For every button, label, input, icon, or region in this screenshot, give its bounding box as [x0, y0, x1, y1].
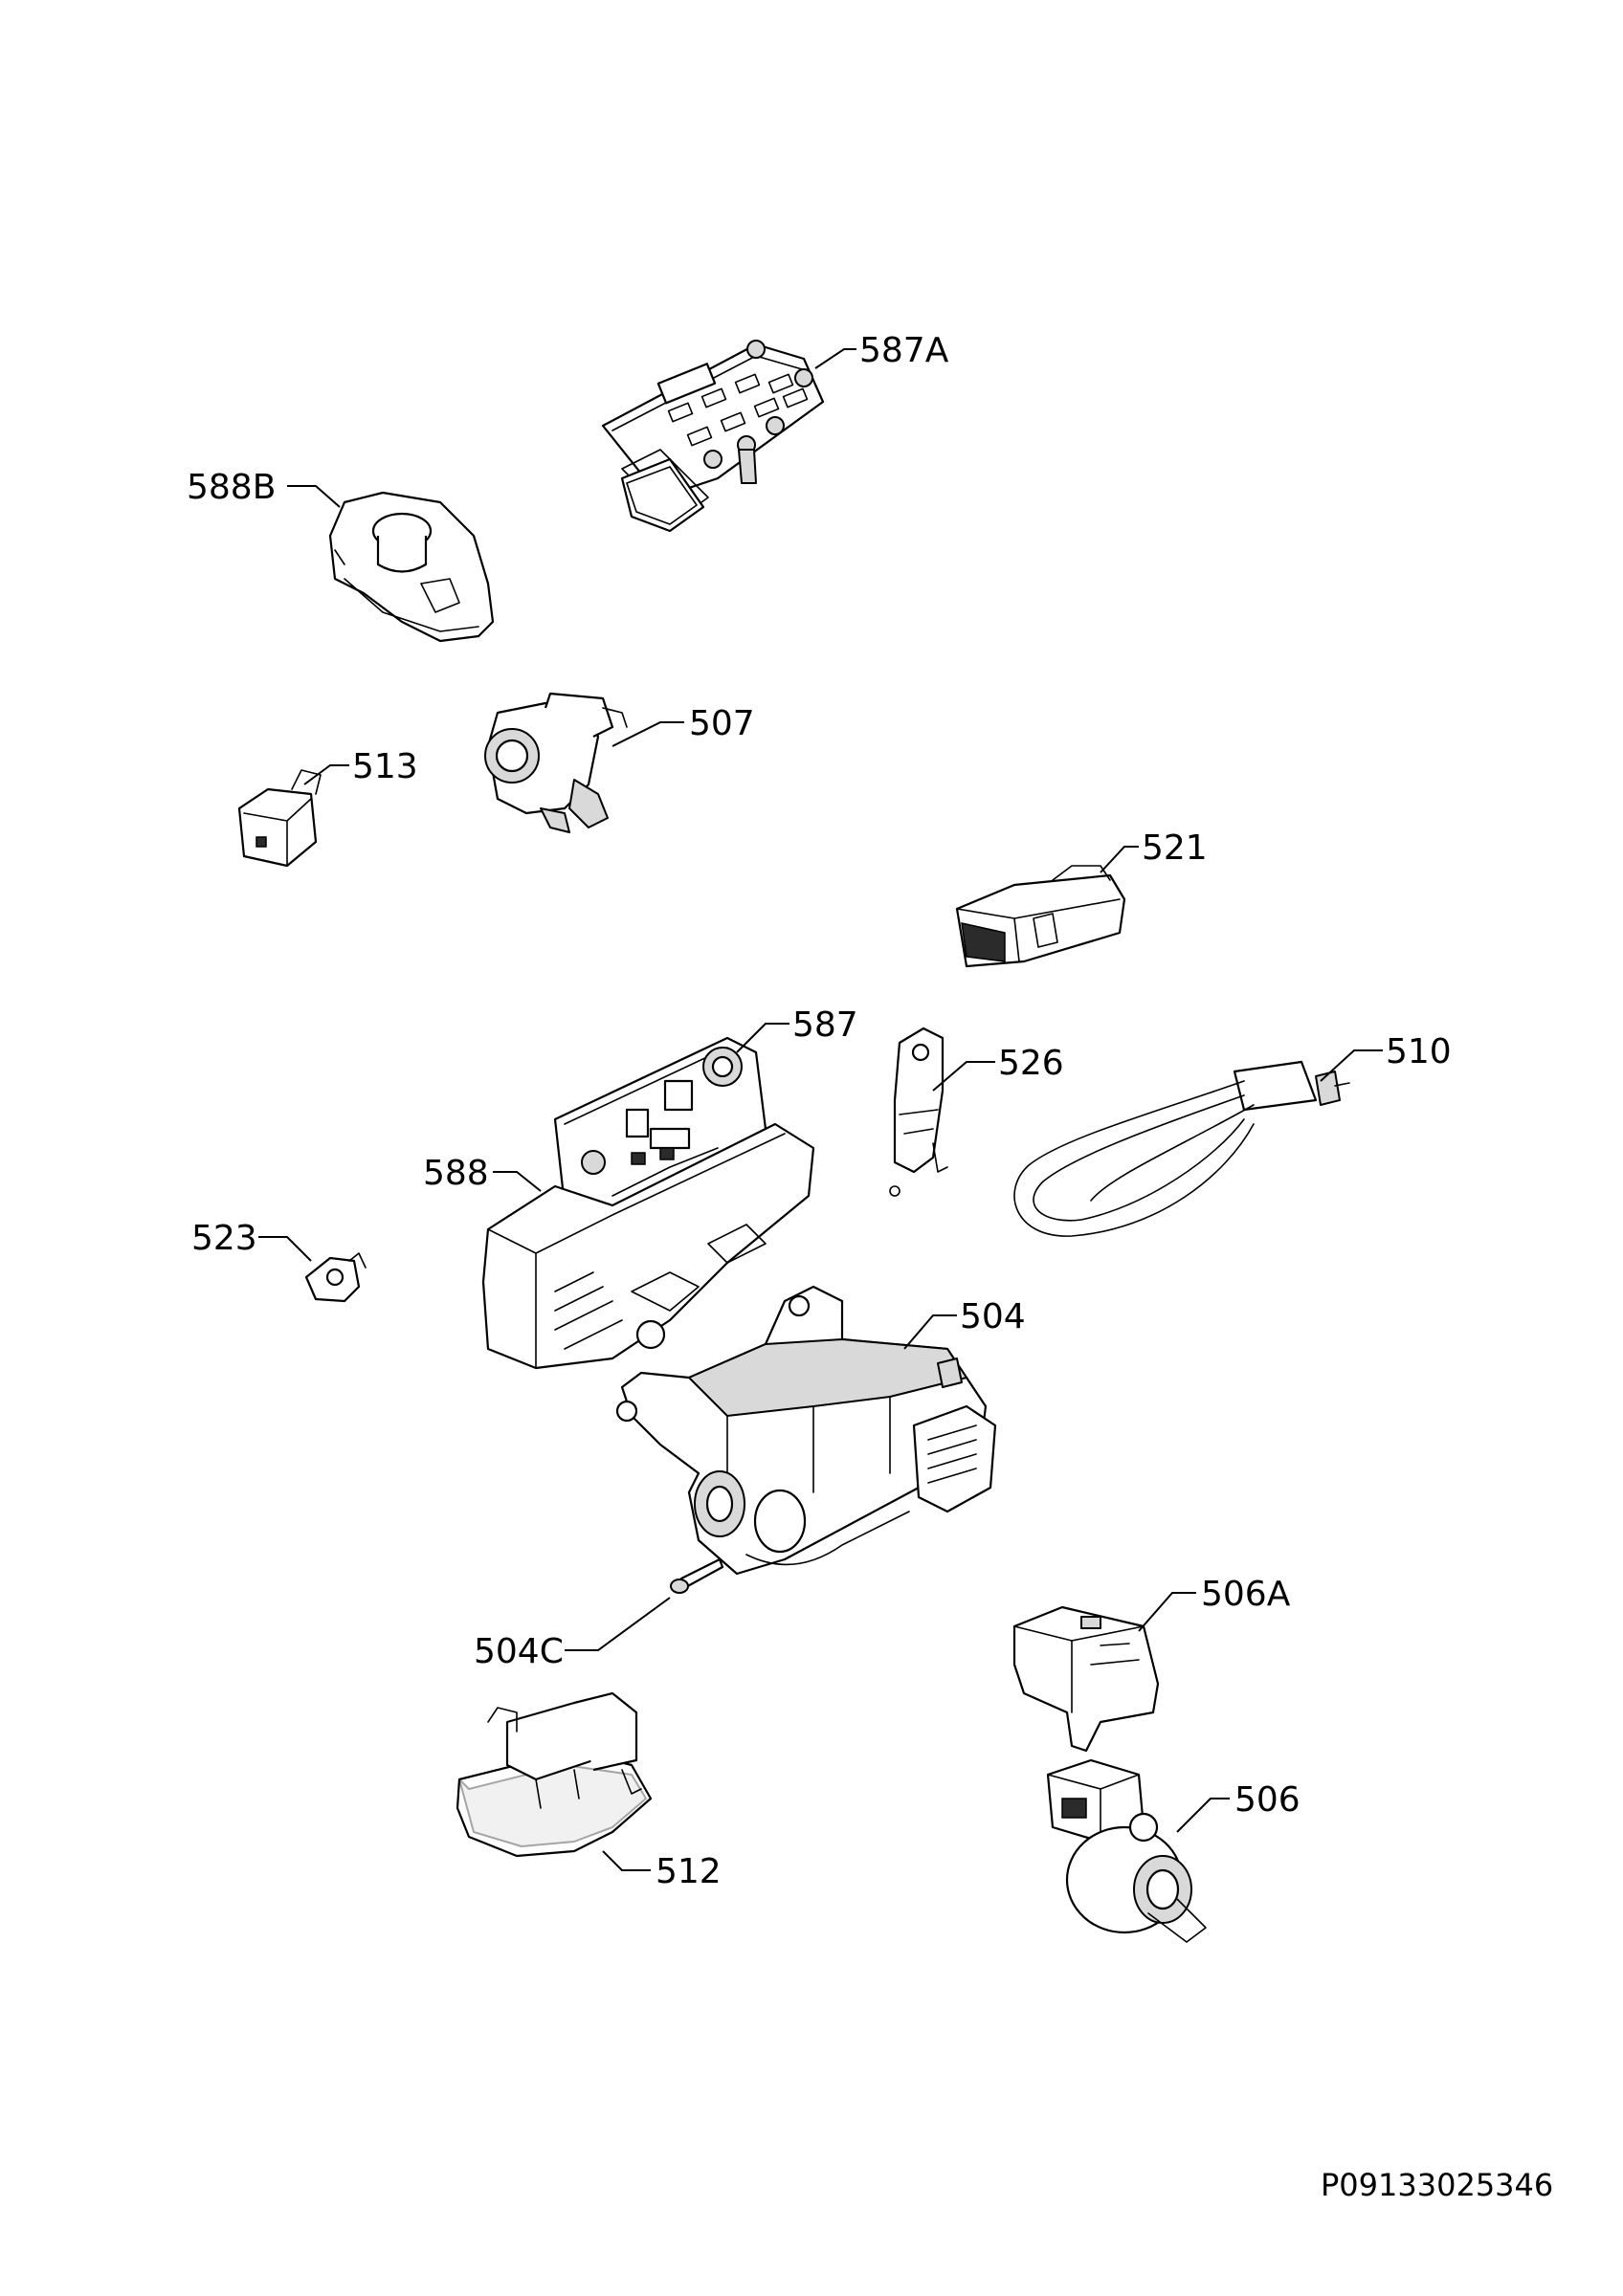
leader-513: [303, 764, 349, 785]
label-504: 504: [960, 1297, 1026, 1336]
leader-588B: [287, 485, 341, 508]
part-504-motor: [615, 1285, 997, 1576]
label-588: 588: [423, 1154, 489, 1193]
label-513: 513: [352, 747, 418, 786]
leader-526: [932, 1061, 995, 1092]
part-506A-pump-cover: [1012, 1605, 1160, 1753]
part-523-clip: [304, 1252, 367, 1303]
label-512: 512: [656, 1852, 722, 1891]
leader-587A: [814, 348, 856, 369]
label-510: 510: [1386, 1032, 1452, 1071]
leader-506A: [1138, 1592, 1196, 1632]
part-506-drain-pump: [1046, 1758, 1207, 1943]
label-588B: 588B: [187, 468, 276, 507]
leader-521: [1100, 846, 1139, 873]
label-504C: 504C: [474, 1632, 564, 1671]
label-587A: 587A: [859, 331, 949, 370]
part-588-board-housing: [481, 1122, 815, 1370]
leader-588: [493, 1171, 542, 1192]
leader-507: [611, 721, 684, 747]
leader-506: [1176, 1798, 1230, 1833]
leader-510: [1320, 1049, 1383, 1082]
label-506: 506: [1234, 1780, 1301, 1820]
label-521: 521: [1142, 828, 1208, 868]
label-526: 526: [998, 1044, 1064, 1083]
label-523: 523: [191, 1219, 257, 1258]
drawing-id: P09133025346: [1321, 2167, 1553, 2203]
label-507: 507: [689, 704, 755, 743]
part-526-bracket: [889, 1027, 948, 1197]
leader-504: [903, 1314, 957, 1350]
leader-587: [736, 1023, 789, 1053]
label-587: 587: [792, 1005, 858, 1045]
part-512-bracket: [456, 1691, 653, 1858]
part-588B-cover: [328, 491, 495, 643]
part-587A-interface-board: [601, 340, 825, 533]
label-506A: 506A: [1201, 1575, 1291, 1614]
leader-504C: [565, 1597, 671, 1651]
part-510-heater: [1013, 1060, 1350, 1237]
part-587-main-board: [553, 1036, 767, 1217]
part-504C-screw: [670, 1557, 724, 1594]
part-507-inlet-valve: [484, 692, 628, 833]
part-521-door-lock: [955, 865, 1126, 968]
leader-523: [258, 1236, 312, 1262]
part-513-switch: [237, 769, 322, 868]
leader-512: [602, 1850, 651, 1871]
